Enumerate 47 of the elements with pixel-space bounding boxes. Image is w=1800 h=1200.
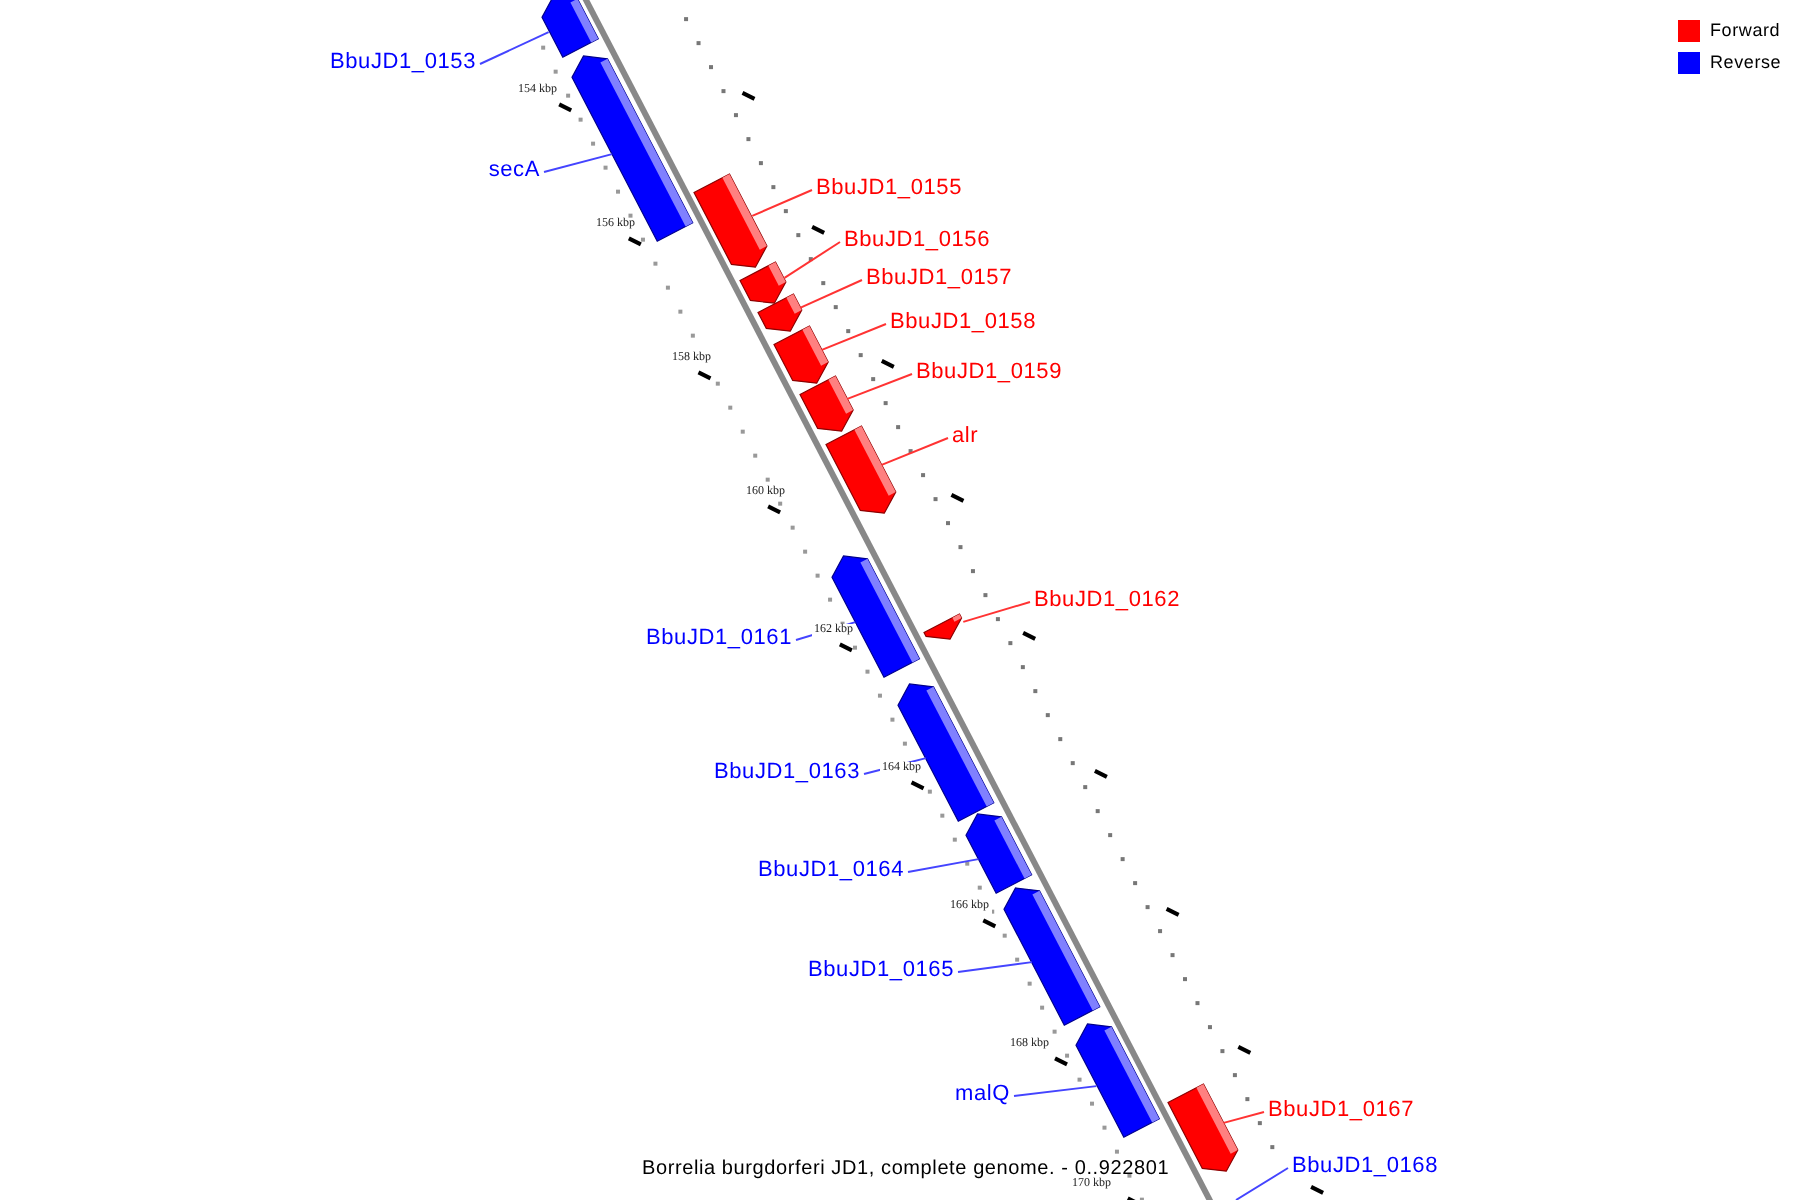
gene-label: BbuJD1_0168 <box>1292 1154 1439 1180</box>
gene-label: BbuJD1_0153 <box>329 50 476 76</box>
gene-block <box>1004 888 1101 1027</box>
gene-label: BbuJD1_0158 <box>890 310 1037 336</box>
gene-label: BbuJD1_0161 <box>645 626 792 652</box>
legend-label: Reverse <box>1710 50 1782 76</box>
gene-label: malQ <box>955 1082 1010 1108</box>
leader-line <box>846 373 913 400</box>
gene-block <box>966 814 1033 895</box>
leader-line <box>907 858 980 873</box>
leader-line <box>880 437 949 466</box>
gene-label: BbuJD1_0156 <box>844 228 991 254</box>
gene-label: alr <box>952 424 979 450</box>
gene-block <box>740 261 787 304</box>
gene-label: BbuJD1_0157 <box>866 266 1013 292</box>
leader-line <box>543 153 614 173</box>
gene-block <box>832 556 920 679</box>
leader-line <box>751 189 813 217</box>
leader-line <box>1235 1167 1289 1200</box>
leader-line <box>957 961 1033 973</box>
leader-line <box>479 31 550 65</box>
gene-block <box>799 375 854 432</box>
gene-block <box>572 56 694 243</box>
leader-line <box>962 601 1031 623</box>
gene-label: BbuJD1_0164 <box>757 858 904 884</box>
gene-label: BbuJD1_0159 <box>916 360 1063 386</box>
gene-block <box>541 0 598 59</box>
gene-label: BbuJD1_0165 <box>807 958 954 984</box>
gene-block <box>898 684 995 823</box>
gene-block <box>923 613 962 640</box>
gene-block <box>1167 1083 1238 1172</box>
gene-block <box>694 173 768 268</box>
gene-block <box>1075 1024 1159 1139</box>
gene-block <box>825 425 896 514</box>
gene-label: BbuJD1_0155 <box>816 176 963 202</box>
gene-block <box>773 325 829 384</box>
gene-label: secA <box>488 158 540 184</box>
gene-label: BbuJD1_0162 <box>1034 588 1181 614</box>
legend-label: Forward <box>1710 18 1781 44</box>
gene-block <box>757 293 802 332</box>
gene-label: BbuJD1_0167 <box>1268 1098 1415 1124</box>
gene-label: BbuJD1_0163 <box>713 760 860 786</box>
leader-line <box>820 323 887 351</box>
leader-line <box>799 279 863 309</box>
leader-line <box>1013 1085 1098 1097</box>
leader-line <box>1222 1111 1265 1124</box>
leader-line <box>783 241 841 279</box>
